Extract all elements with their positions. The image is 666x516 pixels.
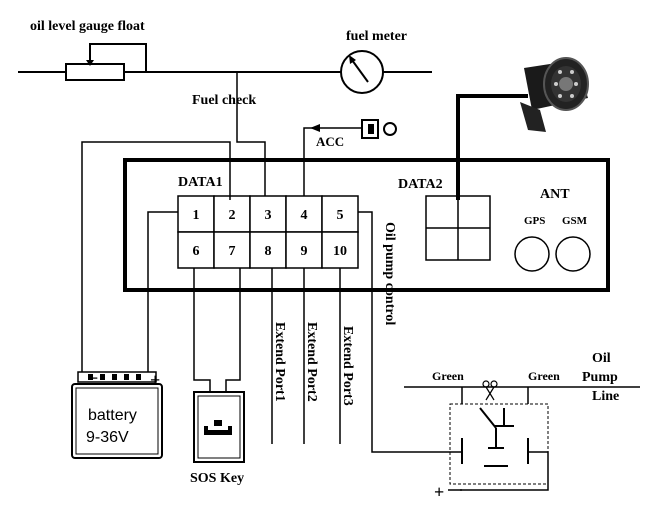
sos-button-icon [204,420,232,435]
pin-label: 6 [193,244,200,259]
device-box [123,158,610,292]
pin-label: 5 [337,208,344,223]
pin1-wire [147,211,178,372]
oil-pump-line-label-3: Line [592,389,619,404]
oil-gauge-label: oil level gauge float [30,19,145,34]
acc-label: ACC [316,134,344,149]
pin-label: 10 [333,244,347,259]
extend-port2-label: Extend Port2 [304,322,319,402]
oil-gauge-float [65,63,125,81]
gsm-label: GSM [562,215,588,227]
green-right-label: Green [528,369,560,383]
pin6-wire [193,268,211,392]
data1-connector: 1 2 3 4 5 6 7 8 9 10 [177,195,359,269]
pin-label: 9 [301,244,308,259]
pin7-wire [225,268,241,392]
battery [71,371,163,459]
pin-cell [177,231,215,269]
fuel-check-label: Fuel check [192,93,256,108]
pin-cell [321,195,359,233]
pin-label: 4 [301,208,308,223]
pin-cell [321,231,359,269]
gps-label: GPS [524,215,545,227]
fuel-meter-needle [351,59,369,83]
gauge-arrow-icon [86,60,94,66]
acc-key-icon [361,119,397,139]
camera-cable [456,94,528,200]
pin-label: 1 [193,208,200,223]
battery-minus-label: − [88,368,98,388]
battery-name-label: battery [88,407,137,424]
acc-wire [303,127,364,200]
pin-label: 3 [265,208,272,223]
fuel-meter-dial [340,50,384,94]
gsm-connector [555,236,591,272]
fuel-meter-needle-icon [349,55,356,64]
gps-connector [514,236,550,272]
data1-label: DATA1 [178,175,223,190]
pin-cell [213,231,251,269]
extend-port3-label: Extend Port3 [340,326,355,406]
pin-label: 8 [265,244,272,259]
extend-port1-label: Extend Port1 [272,322,287,402]
relay-plus-label: + [434,482,444,502]
battery-voltage-label: 9-36V [86,429,129,446]
relay-box [449,403,549,485]
cut-scissors-icon [482,380,498,401]
sos-key-device [193,391,245,463]
camera-icon [520,57,589,132]
sos-key-label: SOS Key [190,471,244,486]
oil-pump-control-label: Oil pump control [382,222,397,325]
oil-pump-line-label-2: Pump [582,370,618,385]
relay-symbol [461,407,529,467]
battery-plus-label: + [150,370,160,390]
ant-label: ANT [540,187,570,202]
data2-label: DATA2 [398,177,443,192]
green-left-label: Green [432,369,464,383]
pin5-wire [358,211,462,453]
oil-pump-line-label-1: Oil [592,351,611,366]
fuel-meter-label: fuel meter [346,29,407,44]
pin-label: 7 [229,244,236,259]
fuel-check-wire [236,72,266,200]
pin-label: 2 [229,208,236,223]
gauge-wiper [89,43,147,72]
pin2-wire [81,141,231,372]
acc-arrow-icon [310,124,320,132]
